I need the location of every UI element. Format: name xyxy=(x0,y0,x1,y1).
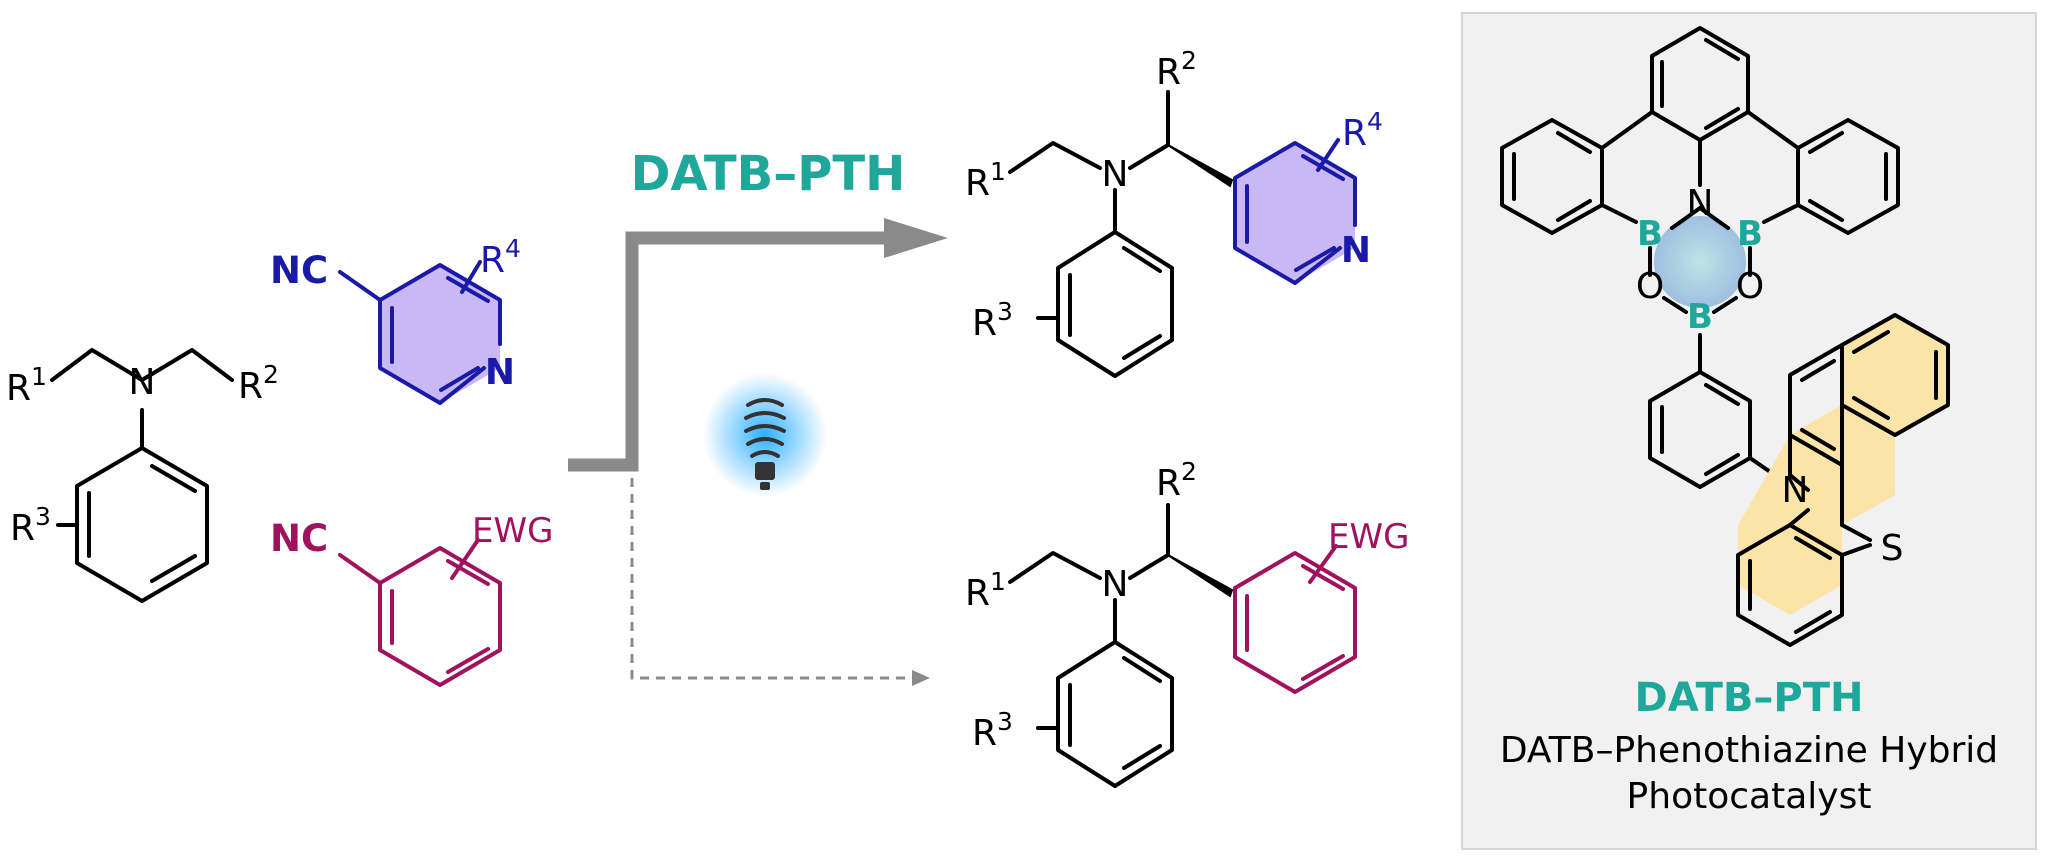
catalyst-description-line2: Photocatalyst xyxy=(1626,776,1872,817)
boron-left: B xyxy=(1637,214,1663,254)
boron-bottom: B xyxy=(1687,297,1713,337)
catalyst-label: DATB–PTH xyxy=(631,146,906,202)
catalyst-description-line1: DATB–Phenothiazine Hybrid xyxy=(1499,730,1999,771)
amine-reactant: N R1 R2 R3 xyxy=(6,348,279,603)
reaction-arrows xyxy=(568,218,948,686)
product1-r1-label: R1 xyxy=(965,157,1006,204)
pyridine-product: N R1 R2 R3 N R4 xyxy=(965,46,1383,378)
boron-right: B xyxy=(1737,214,1763,254)
oxygen-right: O xyxy=(1736,266,1764,307)
product1-pyridine-nitrogen: N xyxy=(1341,230,1371,271)
nitrile-label-magenta: NC xyxy=(270,517,328,560)
r4-label: R4 xyxy=(480,234,521,281)
product1-r2-label: R2 xyxy=(1156,46,1197,93)
product2-r1-label: R1 xyxy=(965,567,1006,614)
ewg-arene-product: N R1 R2 R3 EWG xyxy=(965,457,1409,788)
catalyst-structure: N B B B O O xyxy=(1500,26,1950,647)
benzonitrile-reactant: NC EWG xyxy=(270,511,553,687)
nitrile-label-blue: NC xyxy=(270,249,328,292)
product1-r4-label: R4 xyxy=(1342,107,1383,154)
product1-nitrogen: N xyxy=(1102,154,1129,195)
ewg-label-product: EWG xyxy=(1328,517,1409,557)
catalyst-core-nitrogen: N xyxy=(1687,183,1714,224)
oxygen-left: O xyxy=(1636,266,1664,307)
light-bulb-icon xyxy=(703,373,827,497)
product2-r2-label: R2 xyxy=(1156,457,1197,504)
product1-r3-label: R3 xyxy=(972,297,1013,344)
phenothiazine-sulfur: S xyxy=(1881,528,1904,569)
r1-label: R1 xyxy=(6,362,47,409)
catalyst-name: DATB–PTH xyxy=(1634,675,1864,721)
product2-nitrogen: N xyxy=(1102,564,1129,605)
pyridine-nitrogen: N xyxy=(485,352,515,393)
r2-label: R2 xyxy=(238,360,279,407)
cyanopyridine-reactant: NC N R4 xyxy=(270,234,521,405)
phenothiazine-nitrogen: N xyxy=(1782,470,1809,511)
amine-nitrogen: N xyxy=(129,362,156,403)
ewg-label-reactant: EWG xyxy=(472,511,553,551)
product2-r3-label: R3 xyxy=(972,707,1013,754)
r3-label: R3 xyxy=(10,502,51,549)
